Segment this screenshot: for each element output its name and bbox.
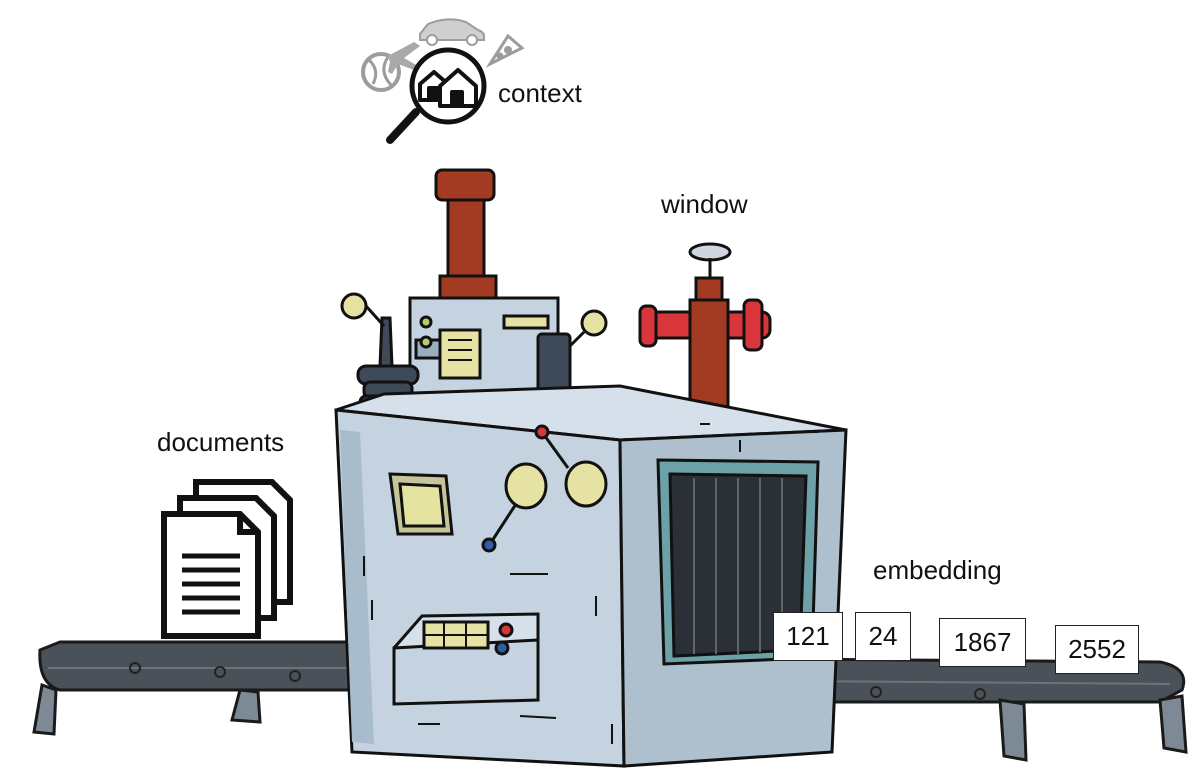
valve-wheel-icon: [688, 242, 732, 280]
context-icons: [361, 18, 525, 144]
embedding-label: embedding: [873, 555, 1002, 585]
car-icon: [419, 18, 485, 46]
embedding-value-box: 121: [773, 612, 843, 661]
machine-top: [340, 168, 608, 414]
globe-icon: [361, 52, 401, 92]
airplane-icon: [388, 42, 420, 74]
houses-icon: [418, 68, 478, 108]
embedding-value-box: 24: [855, 612, 911, 661]
documents-stack-icon: [161, 479, 293, 639]
embedding-value-box: 1867: [939, 618, 1026, 667]
keypad-icon: [392, 612, 540, 706]
pizza-icon: [485, 33, 525, 68]
lever-icon: [481, 424, 608, 553]
valve: [638, 242, 772, 412]
context-label: context: [498, 78, 582, 108]
embedding-value-box: 2552: [1055, 625, 1139, 674]
gauge-icon: [340, 292, 386, 328]
documents-label: documents: [157, 427, 285, 457]
window-label: window: [661, 189, 748, 219]
gauge-icon: [568, 309, 608, 348]
machine-body: [334, 384, 848, 768]
